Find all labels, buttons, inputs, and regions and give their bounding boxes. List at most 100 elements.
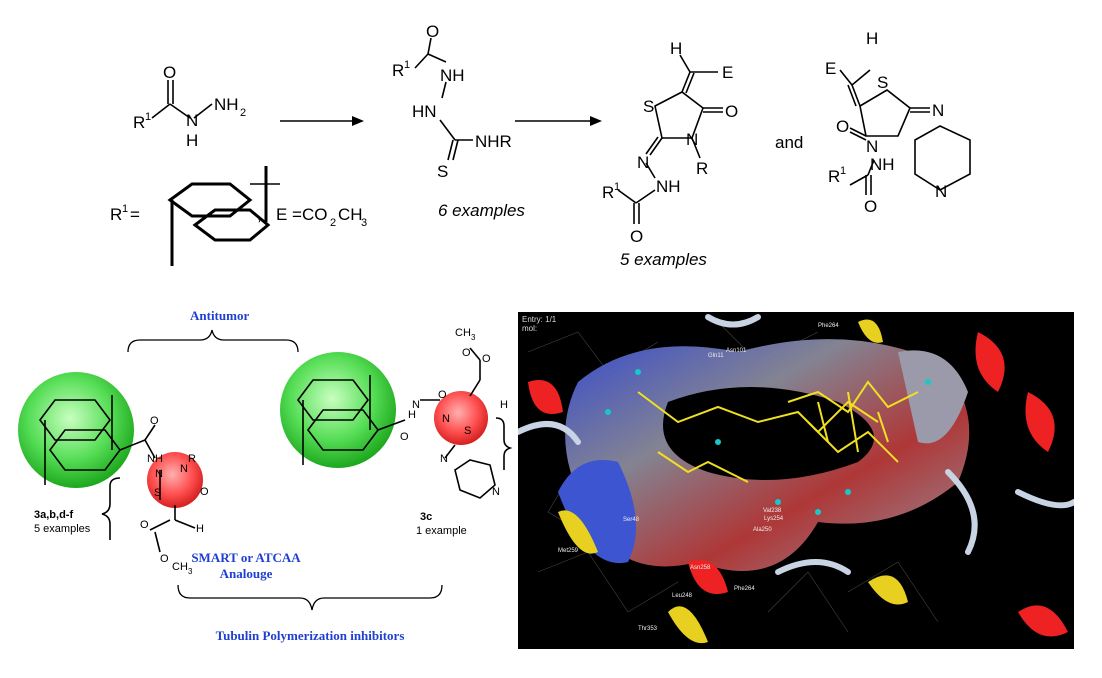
residue-label: Gln11 (708, 353, 724, 359)
hydrazide-h: H (186, 131, 198, 150)
pa-o-acyl: O (630, 227, 643, 246)
pb-e: E (825, 59, 836, 78)
pa-s: S (643, 97, 654, 116)
left-n2: N (180, 463, 188, 475)
residue-label: Phe264 (818, 323, 839, 329)
right-n-pyr: N (492, 486, 500, 498)
left-compound-id: 3a,b,d-f (34, 509, 73, 521)
tsc-s: S (437, 162, 448, 181)
tsc-hn: HN (412, 102, 437, 121)
hydrazide-nh2: NH (214, 95, 239, 114)
pb-n-exo: N (932, 101, 944, 120)
r1-def-eq: = (130, 205, 140, 224)
tsc-nhr: NHR (475, 132, 512, 151)
tubulin-label: Tubulin Polymerization inhibitors (216, 628, 405, 643)
right-n3: N (440, 453, 448, 465)
right-thiazolidinone-highlight (434, 391, 488, 445)
residue-label: Lys254 (764, 516, 784, 522)
pa-e: E (722, 63, 733, 82)
residue-label: Asn101 (726, 348, 747, 354)
left-o4: O (160, 553, 169, 565)
residue-label: Thr353 (638, 626, 658, 632)
right-o3: O (438, 389, 447, 401)
pa-n-ring: N (686, 130, 698, 149)
tsc-o: O (426, 22, 439, 41)
reaction-scheme: O R 1 NH 2 N H R 1 = , E =CO 2 CH 3 R 1 … (110, 22, 971, 269)
hydrazide-nh2-sub: 2 (240, 107, 246, 119)
pb-o: O (836, 117, 849, 136)
right-o2: O (482, 353, 491, 365)
pa-nh: NH (656, 177, 681, 196)
residue-label: Asn258 (690, 565, 711, 571)
left-compound-count: 5 examples (34, 523, 91, 535)
e-def-ch: CH (338, 205, 363, 224)
hydrazide-r: R (133, 113, 145, 132)
right-h: H (500, 399, 508, 411)
pb-s: S (877, 73, 888, 92)
hydrazide-o: O (163, 63, 176, 82)
left-o2: O (200, 486, 209, 498)
right-n1: N (412, 399, 420, 411)
r1-def-comma: , (257, 205, 262, 224)
hydrazide-r-sup: 1 (145, 111, 151, 123)
residue-label: Val238 (763, 508, 782, 514)
right-compound-count: 1 example (416, 525, 467, 537)
right-o1: O (462, 347, 471, 359)
left-h: H (196, 523, 204, 535)
dock-header-1: Entry: 1/1 (522, 315, 557, 324)
pb-n-ring: N (866, 137, 878, 156)
left-s: S (154, 487, 161, 499)
pb-h: H (866, 29, 878, 48)
e-def-sub3: 3 (361, 217, 367, 229)
pa-r: R (696, 159, 708, 178)
right-ch3: CH (455, 327, 471, 339)
left-n1: N (155, 468, 163, 480)
pb-o-acyl: O (864, 197, 877, 216)
pa-r1: R (602, 183, 614, 202)
pb-nh: NH (870, 155, 895, 174)
pb-r1: R (828, 167, 840, 186)
tsc-nh: NH (440, 66, 465, 85)
r1-def-sup: 1 (122, 203, 128, 215)
pa-o: O (725, 102, 738, 121)
tsc-r-sup: 1 (404, 59, 410, 71)
residue-label: Ser48 (623, 517, 640, 523)
residue-label: Ala250 (753, 527, 772, 533)
e-def-sub2: 2 (330, 217, 336, 229)
right-compound-id: 3c (420, 511, 432, 523)
left-ch3-sub: 3 (188, 567, 193, 576)
right-ch3-sub: 3 (471, 333, 476, 342)
dock-header-2: mol: (522, 324, 537, 333)
antitumor-label: Antitumor (190, 308, 249, 323)
pb-r1-sup: 1 (840, 165, 846, 177)
docking-view: Entry: 1/1 mol: Phe264 Ser48 Val238 Ala2… (518, 312, 1074, 649)
residue-label: Phe264 (734, 586, 755, 592)
residue-label: Leu248 (672, 593, 693, 599)
tsc-r: R (392, 61, 404, 80)
e-def: E =CO (276, 205, 328, 224)
smart-label-line1: SMART or ATCAA (191, 550, 301, 565)
and-label: and (775, 133, 803, 152)
left-r: R (188, 453, 196, 465)
left-o3: O (140, 519, 149, 531)
right-o4: O (400, 431, 409, 443)
smart-label-line2: Analouge (220, 566, 273, 581)
residue-label: Met259 (558, 548, 579, 554)
right-s: S (464, 425, 471, 437)
r1-def-lhs: R (110, 205, 122, 224)
left-thiazolidinone-highlight (147, 452, 203, 508)
products-caption: 5 examples (620, 250, 707, 269)
left-o1: O (150, 415, 159, 427)
pa-h: H (670, 39, 682, 58)
summary-graphic: Antitumor O NH N N R S O H O (18, 308, 513, 643)
pa-n-exo: N (637, 153, 649, 172)
docking-render: Entry: 1/1 mol: Phe264 Ser48 Val238 Ala2… (518, 314, 1074, 644)
hydrazide-n: N (186, 111, 198, 130)
pa-r1-sup: 1 (614, 181, 620, 193)
tsc-caption: 6 examples (438, 201, 525, 220)
left-nh: NH (147, 453, 163, 465)
pb-n-pyr: N (935, 182, 947, 201)
left-ch3: CH (172, 561, 188, 573)
right-n2: N (442, 413, 450, 425)
